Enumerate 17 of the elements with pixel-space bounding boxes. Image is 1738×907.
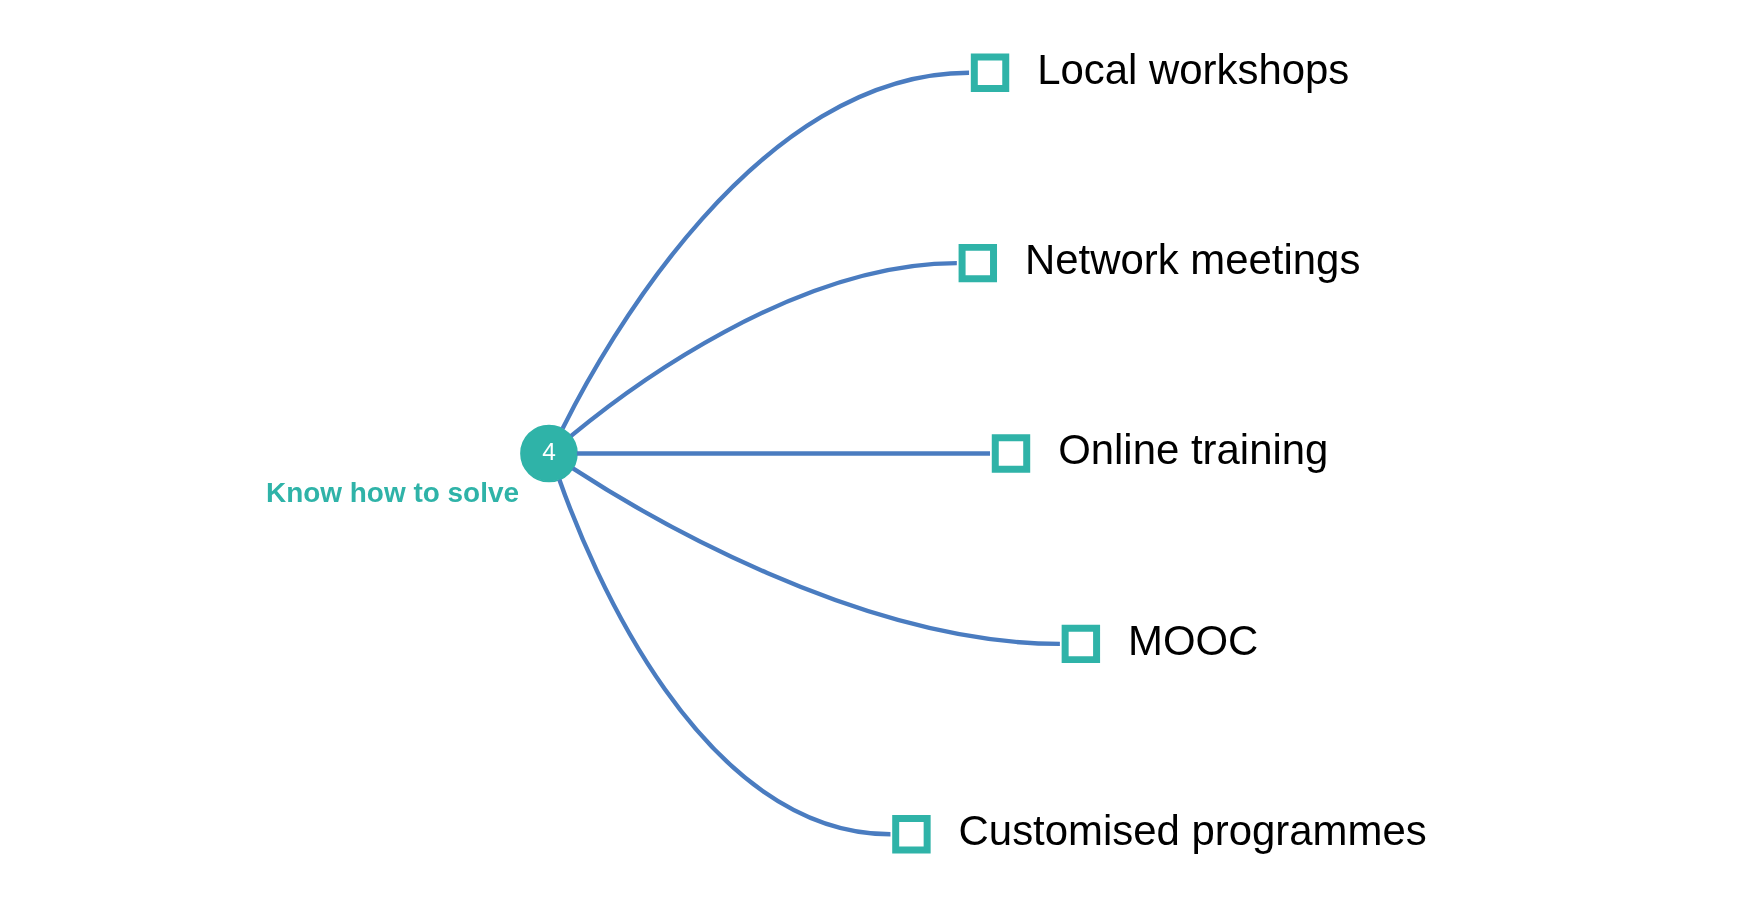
connector	[576, 451, 990, 456]
node-label: Local workshops	[1036, 45, 1349, 93]
connector	[560, 70, 969, 430]
node-box	[970, 53, 1009, 92]
node-label: Online training	[1057, 426, 1328, 474]
node-circle: 4	[519, 424, 578, 483]
connector	[571, 466, 1060, 647]
node-label: Customised programmes	[958, 807, 1427, 855]
node-label: Network meetings	[1024, 235, 1360, 283]
node-box	[1061, 624, 1100, 664]
connector	[569, 260, 957, 438]
node-label: MOOC	[1127, 616, 1258, 664]
node-box	[958, 243, 997, 283]
node-label: Know how to solve	[265, 477, 519, 509]
node-box	[891, 815, 931, 854]
node-box	[991, 434, 1030, 473]
connector	[556, 478, 891, 837]
